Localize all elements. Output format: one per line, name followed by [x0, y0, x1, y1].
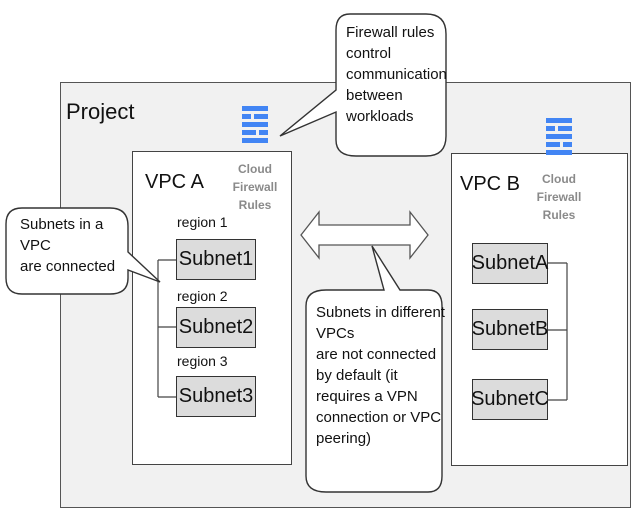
- subnet-1: Subnet1: [176, 239, 256, 280]
- region-2-label: region 2: [177, 288, 228, 304]
- callout-firewall-text: Firewall rules control communication bet…: [346, 22, 447, 127]
- callout-line: communication: [346, 66, 447, 83]
- subnet-b: SubnetB: [472, 309, 548, 350]
- callout-line: peering): [316, 430, 372, 447]
- subnet-c: SubnetC: [471, 379, 549, 420]
- callout-different-vpcs-bubble: [305, 245, 443, 493]
- callout-line: VPC: [20, 237, 51, 254]
- callout-line: Subnets in different: [316, 304, 445, 321]
- callout-different-vpcs-text: Subnets in different VPCs are not connec…: [316, 302, 445, 449]
- subnet-a: SubnetA: [472, 243, 548, 284]
- callout-subnets-vpc-bubble: [5, 207, 161, 295]
- vpc-a-title: VPC A: [145, 171, 204, 193]
- callout-line: control: [346, 45, 392, 62]
- callout-line: are connected: [20, 258, 116, 275]
- callout-line: connection or VPC: [316, 409, 442, 426]
- double-arrow-icon: [300, 210, 429, 260]
- region-3-label: region 3: [177, 353, 228, 369]
- callout-line: Subnets in a: [20, 216, 104, 233]
- vpc-b-connector: [548, 262, 568, 401]
- firewall-icon: [546, 118, 572, 155]
- vpc-a-connector: [157, 259, 176, 398]
- vpc-a-firewall-label: Cloud Firewall Rules: [232, 162, 278, 212]
- callout-line: Firewall rules: [346, 24, 435, 41]
- vpc-b-firewall-label: Cloud Firewall Rules: [536, 172, 582, 222]
- vpc-b-title: VPC B: [460, 173, 521, 195]
- region-1-label: region 1: [177, 214, 228, 230]
- callout-line: by default (it: [316, 367, 398, 384]
- callout-line: between: [346, 87, 403, 104]
- callout-line: VPCs: [316, 325, 355, 342]
- firewall-icon: [242, 106, 268, 143]
- callout-line: workloads: [346, 108, 414, 125]
- project-title: Project: [66, 99, 135, 124]
- callout-line: requires a VPN: [316, 388, 418, 405]
- callout-firewall-bubble: [279, 13, 447, 157]
- subnet-2: Subnet2: [176, 307, 256, 348]
- subnet-3: Subnet3: [176, 376, 256, 417]
- callout-line: are not connected: [316, 346, 437, 363]
- callout-subnets-vpc-text: Subnets in a VPC are connected: [20, 214, 115, 277]
